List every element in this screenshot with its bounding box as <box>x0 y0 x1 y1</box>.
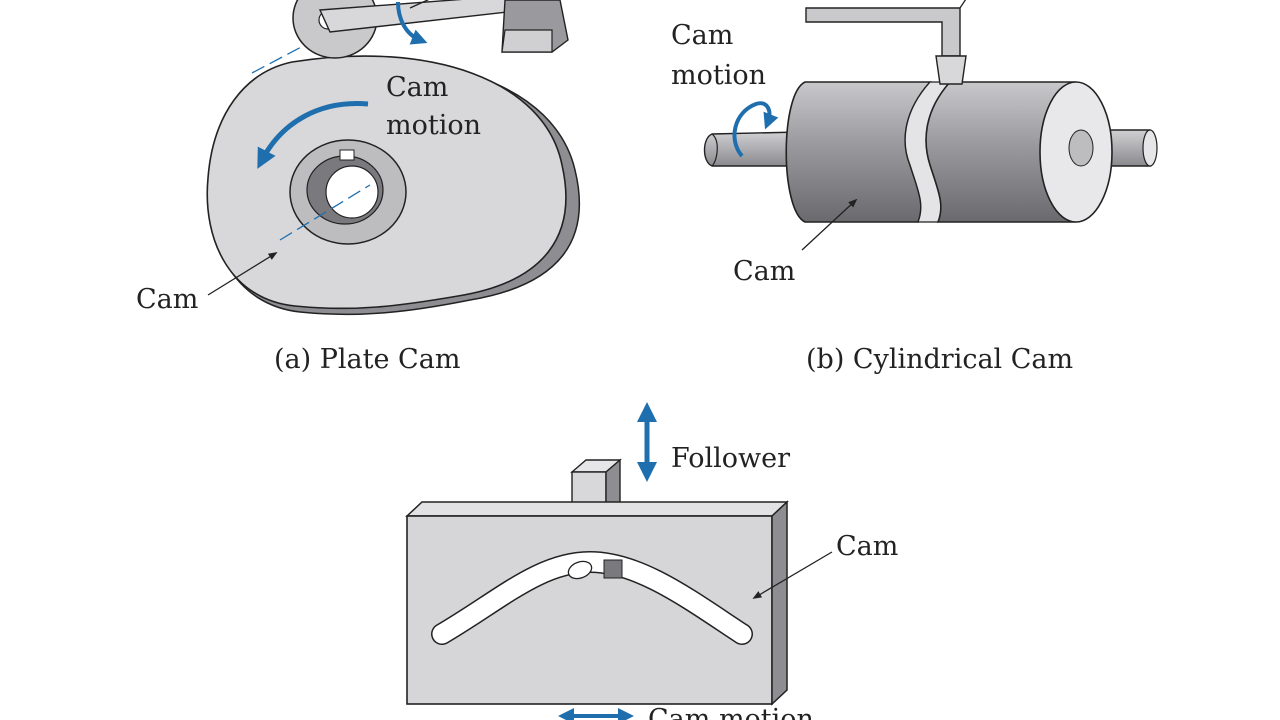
linear-cam-side-face <box>771 500 788 706</box>
plate-cam-centerline <box>279 184 371 241</box>
linear-cam-figure: Follower Cam Cam motion <box>405 402 898 720</box>
cyl-follower-tip <box>935 55 967 85</box>
linear-follower-front <box>571 471 607 505</box>
pivot-support-base <box>501 29 553 53</box>
linear-cam-leader <box>752 551 833 599</box>
cyl-cam-motion-label-1: Cam <box>671 20 733 51</box>
cylindrical-cam-caption: (b) Cylindrical Cam <box>806 344 1073 375</box>
plate-cam-bore <box>325 165 379 219</box>
plate-cam-motion-arrow <box>257 101 369 169</box>
cyl-cam-motion-label-2: motion <box>671 60 766 91</box>
plate-cam-caption: (a) Plate Cam <box>274 344 460 375</box>
plate-follower-motion-arrow <box>396 1 428 45</box>
plate-cam-figure: Cam motion Cam (a) Plate Cam <box>136 0 580 375</box>
cyl-follower-pointer <box>959 0 967 9</box>
cyl-follower-rod <box>805 7 961 57</box>
linear-cam-part-label: Cam <box>836 531 898 562</box>
cyl-cam-motion-arrow <box>732 101 779 158</box>
plate-cam-part-label: Cam <box>136 284 198 315</box>
cylindrical-cam-figure: Cam motion Cam (b) Cylindrical Cam <box>671 0 1158 375</box>
linear-follower-pin <box>567 560 593 580</box>
cyl-end-shaft-stub <box>1068 129 1094 167</box>
linear-follower-label: Follower <box>671 443 790 474</box>
linear-cam-slot-inner <box>432 552 752 644</box>
plate-cam-motion-label-1: Cam <box>386 72 448 103</box>
cyl-cam-part-label: Cam <box>733 256 795 287</box>
linear-follower-stem <box>603 559 623 579</box>
cyl-right-shaft-end <box>1142 129 1158 167</box>
cyl-cam-leader <box>801 198 858 251</box>
linear-cam-motion-label: Cam motion <box>648 704 814 720</box>
plate-follower-pointer <box>409 0 430 9</box>
plate-follower-centerline <box>251 44 306 74</box>
cyl-left-shaft-end <box>711 133 718 167</box>
plate-cam-motion-label-2: motion <box>386 110 481 141</box>
plate-cam-leader <box>207 252 278 296</box>
linear-cam-top-face <box>405 501 789 517</box>
cyl-left-shaft <box>703 131 801 167</box>
plate-cam-keyway <box>339 149 355 161</box>
